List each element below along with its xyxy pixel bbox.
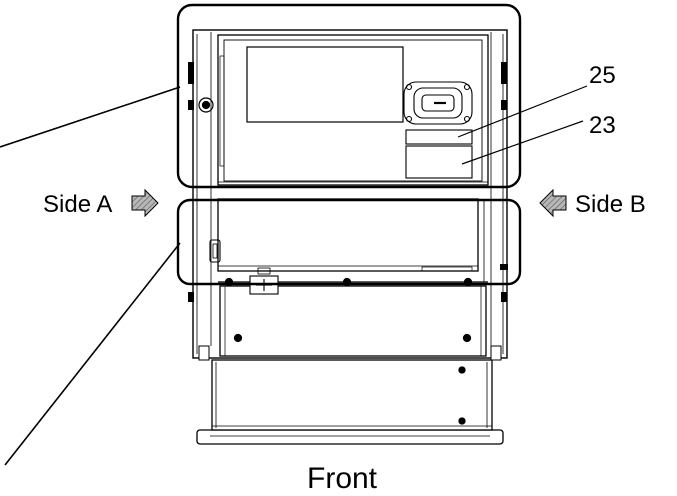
callout-line-25	[457, 85, 588, 138]
side-b-label: Side B	[575, 191, 646, 218]
side-a-label: Side A	[43, 191, 112, 218]
callout-label-25: 25	[589, 62, 616, 89]
pedestal	[196, 359, 504, 445]
arrow-left-icon	[539, 188, 567, 218]
lower-highlight-box	[176, 198, 522, 286]
leader-line-lower	[4, 242, 181, 466]
upper-highlight-box	[176, 3, 522, 189]
arrow-right-icon	[131, 188, 159, 218]
lower-cover	[209, 198, 508, 282]
upper-door	[198, 34, 489, 186]
leader-line-upper	[0, 86, 181, 148]
terminal-panel	[218, 267, 488, 357]
front-label: Front	[307, 462, 378, 495]
callout-line-23	[461, 120, 584, 165]
operation-panel	[403, 81, 473, 179]
callout-label-23: 23	[589, 112, 616, 139]
